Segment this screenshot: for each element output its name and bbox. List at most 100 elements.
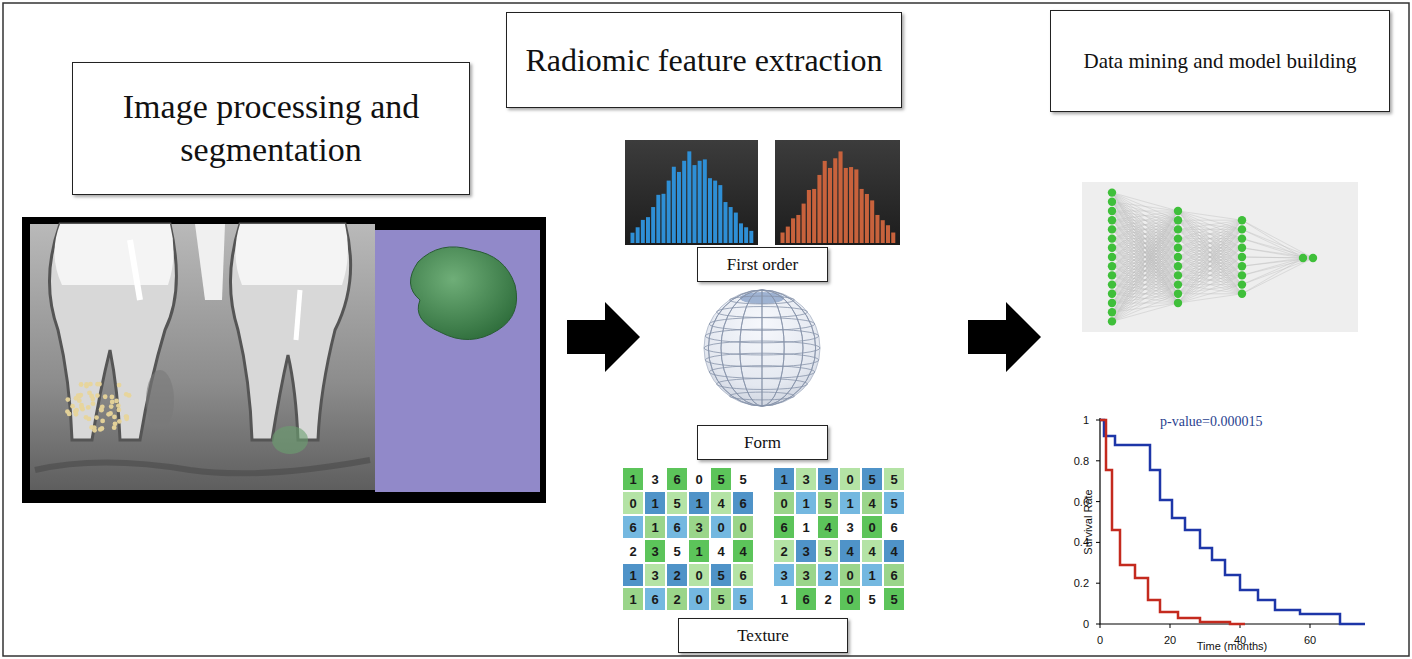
texture-matrix-cell: 0 xyxy=(839,467,861,491)
box-text: First order xyxy=(727,254,798,275)
texture-matrix-cell: 4 xyxy=(883,539,905,563)
texture-matrix-cell: 4 xyxy=(732,539,754,563)
texture-matrix-cell: 0 xyxy=(622,491,644,515)
texture-matrix-cell: 0 xyxy=(710,515,732,539)
box-text: Radiomic feature extraction xyxy=(525,40,882,80)
texture-matrix-cell: 1 xyxy=(773,467,795,491)
texture-matrix-cell: 0 xyxy=(839,587,861,611)
tick-label: 0.4 xyxy=(1074,536,1089,548)
texture-matrix-cell: 1 xyxy=(688,491,710,515)
texture-matrix-cell: 2 xyxy=(773,539,795,563)
texture-matrix-cell: 6 xyxy=(732,563,754,587)
dental-xray xyxy=(22,217,546,503)
texture-matrix-cell: 1 xyxy=(795,491,817,515)
box-text: Form xyxy=(744,432,781,453)
tick-label: 40 xyxy=(1234,634,1246,646)
texture-matrix-cell: 5 xyxy=(883,467,905,491)
shape-sphere xyxy=(704,290,820,406)
texture-matrix-cell: 1 xyxy=(795,515,817,539)
texture-matrix-cell: 0 xyxy=(861,515,883,539)
p-value-label: p-value=0.000015 xyxy=(1160,414,1262,430)
texture-matrix-cell: 5 xyxy=(861,467,883,491)
texture-matrix-cell: 4 xyxy=(839,539,861,563)
texture-matrix-cell: 0 xyxy=(732,515,754,539)
box-text: Image processing and segmentation xyxy=(83,86,459,171)
frame xyxy=(3,3,1409,656)
texture-matrix-cell: 5 xyxy=(817,467,839,491)
texture-matrix-cell: 5 xyxy=(666,539,688,563)
box-text: Texture xyxy=(737,625,789,646)
feature-label-box: First order xyxy=(697,247,828,282)
texture-matrix-cell: 3 xyxy=(644,539,666,563)
survival-chart xyxy=(1096,418,1365,628)
texture-matrix-cell: 4 xyxy=(861,491,883,515)
axis-title: Time (months) xyxy=(1197,640,1268,652)
texture-matrix-cell: 1 xyxy=(839,491,861,515)
texture-matrix-cell: 0 xyxy=(688,563,710,587)
texture-matrix-cell: 1 xyxy=(644,491,666,515)
tick-label: 0.6 xyxy=(1074,496,1089,508)
histograms xyxy=(625,140,900,245)
tick-label: 60 xyxy=(1304,634,1316,646)
tick-label: 1 xyxy=(1083,414,1089,426)
box-text: Data mining and model building xyxy=(1084,48,1357,74)
texture-matrix-cell: 0 xyxy=(688,587,710,611)
texture-matrix-cell: 2 xyxy=(622,539,644,563)
texture-matrix-cell: 1 xyxy=(773,587,795,611)
tick-label: 20 xyxy=(1164,634,1176,646)
texture-matrix-cell: 5 xyxy=(861,587,883,611)
flow-arrow xyxy=(968,302,1041,372)
texture-matrix-cell: 4 xyxy=(710,539,732,563)
texture-matrix-cell: 4 xyxy=(817,515,839,539)
texture-matrix-cell: 5 xyxy=(732,467,754,491)
texture-matrix-cell: 6 xyxy=(883,515,905,539)
texture-matrix-cell: 3 xyxy=(795,563,817,587)
texture-matrix-cell: 6 xyxy=(666,515,688,539)
step-title-box: Image processing and segmentation xyxy=(72,62,470,195)
texture-matrix-cell: 5 xyxy=(883,587,905,611)
texture-matrix-cell: 1 xyxy=(688,539,710,563)
texture-matrix-cell: 0 xyxy=(839,563,861,587)
texture-matrix-cell: 5 xyxy=(883,491,905,515)
texture-matrix-cell: 2 xyxy=(666,587,688,611)
tick-label: 0.8 xyxy=(1074,455,1089,467)
neural-network xyxy=(1082,182,1358,332)
texture-matrix-cell: 6 xyxy=(883,563,905,587)
tick-label: 0.2 xyxy=(1074,577,1089,589)
texture-matrix-cell: 3 xyxy=(644,467,666,491)
texture-matrix-cell: 6 xyxy=(644,587,666,611)
feature-label-box: Form xyxy=(697,425,828,460)
texture-matrix-cell: 1 xyxy=(644,515,666,539)
texture-matrix-cell: 2 xyxy=(817,563,839,587)
flow-arrow xyxy=(567,302,640,372)
texture-matrix-cell: 5 xyxy=(710,587,732,611)
texture-matrix-cell: 3 xyxy=(644,563,666,587)
texture-matrix-cell: 3 xyxy=(773,563,795,587)
texture-matrix-cell: 5 xyxy=(710,467,732,491)
texture-matrix-cell: 5 xyxy=(710,563,732,587)
texture-matrix-cell: 2 xyxy=(817,587,839,611)
texture-matrix-cell: 3 xyxy=(795,467,817,491)
feature-label-box: Texture xyxy=(678,618,848,653)
tick-label: 0 xyxy=(1097,634,1103,646)
texture-matrix-cell: 1 xyxy=(622,587,644,611)
texture-matrix-cell: 6 xyxy=(666,467,688,491)
texture-matrix-cell: 4 xyxy=(710,491,732,515)
step-title-box: Data mining and model building xyxy=(1050,10,1390,112)
texture-matrix-cell: 1 xyxy=(622,467,644,491)
texture-matrix-cell: 5 xyxy=(817,539,839,563)
texture-matrix-cell: 1 xyxy=(861,563,883,587)
texture-matrix-cell: 5 xyxy=(666,491,688,515)
texture-matrix-cell: 3 xyxy=(795,539,817,563)
texture-matrix-cell: 5 xyxy=(732,587,754,611)
texture-matrix-cell: 4 xyxy=(861,539,883,563)
texture-matrix-cell: 6 xyxy=(795,587,817,611)
texture-matrix-cell: 3 xyxy=(839,515,861,539)
step-title-box: Radiomic feature extraction xyxy=(506,12,902,108)
texture-matrix-cell: 5 xyxy=(817,491,839,515)
tick-label: 0 xyxy=(1083,618,1089,630)
texture-matrix-cell: 0 xyxy=(688,467,710,491)
texture-matrix-cell: 1 xyxy=(622,563,644,587)
texture-matrix-cell: 6 xyxy=(773,515,795,539)
